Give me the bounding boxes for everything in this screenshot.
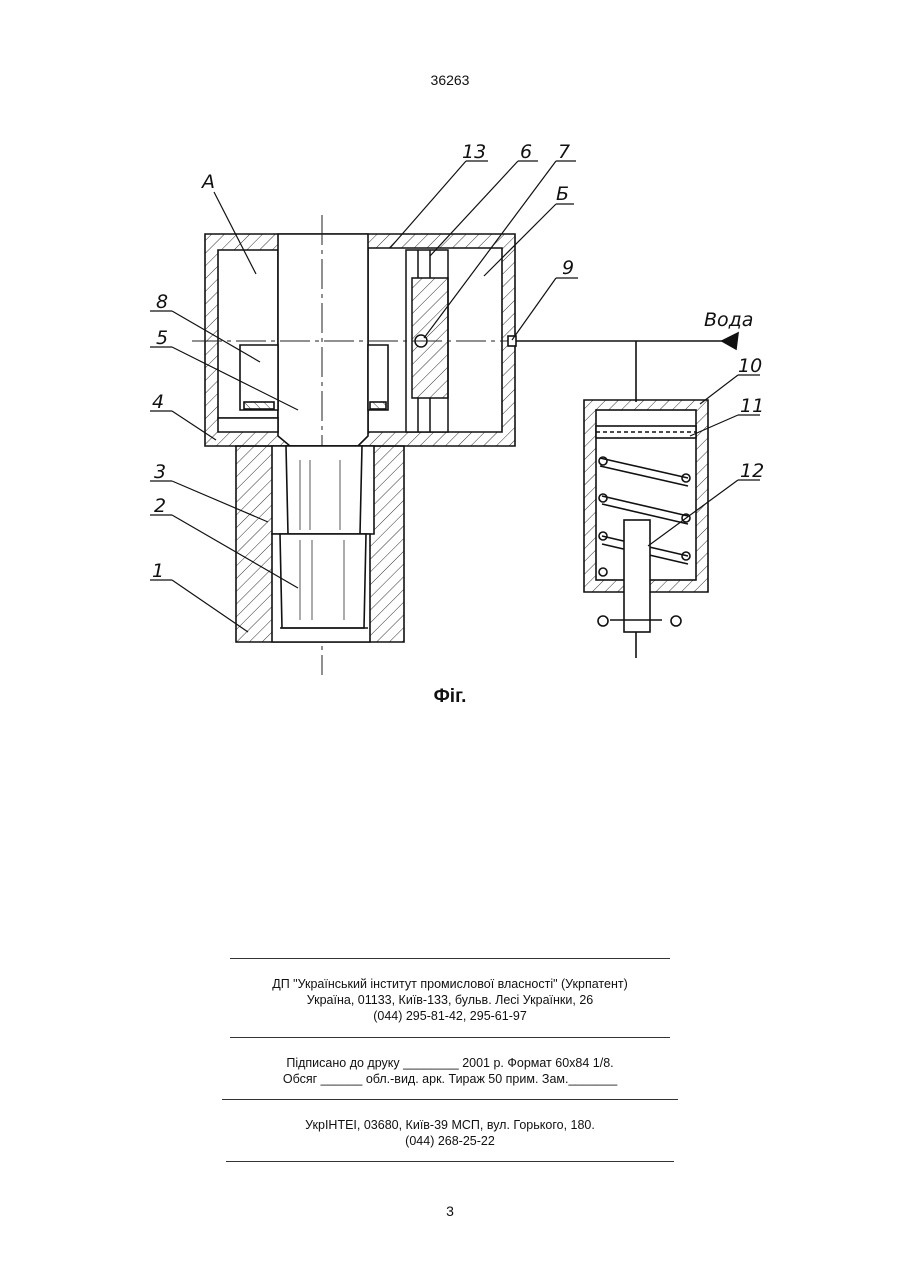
label-10: 10 (738, 355, 762, 377)
label-6: 6 (520, 141, 532, 163)
divider-1 (230, 958, 670, 959)
label-9: 9 (562, 257, 574, 279)
label-2: 2 (154, 495, 166, 517)
divider-4 (226, 1161, 674, 1162)
org-line-1: ДП "Український інститут промислової вла… (0, 976, 900, 992)
label-4: 4 (152, 391, 164, 413)
label-13: 13 (462, 141, 486, 163)
print-line-2: Обсяг ______ обл.-вид. арк. Тираж 50 при… (0, 1071, 900, 1087)
label-3: 3 (154, 461, 166, 483)
label-5: 5 (156, 327, 168, 349)
print-line-1: Підписано до друку ________ 2001 р. Форм… (0, 1055, 900, 1071)
org-line-2: Україна, 01133, Київ-133, бульв. Лесі Ук… (0, 992, 900, 1008)
label-12: 12 (740, 460, 764, 482)
socket-tube (236, 446, 404, 642)
label-water: Вода (704, 309, 753, 331)
printer-line-1: УкрІНТЕІ, 03680, Київ-39 МСП, вул. Горьк… (0, 1117, 900, 1133)
water-pipe (508, 333, 738, 402)
label-7: 7 (558, 141, 570, 163)
printer-line-2: (044) 268-25-22 (0, 1133, 900, 1149)
divider-2 (230, 1037, 670, 1038)
label-11: 11 (740, 395, 764, 417)
spring-valve (584, 400, 708, 658)
label-8: 8 (156, 291, 168, 313)
label-a: А (200, 171, 215, 193)
label-b: Б (556, 183, 569, 205)
page-number: 3 (0, 1203, 900, 1219)
label-1: 1 (152, 560, 164, 582)
figure-caption: Фіг. (0, 686, 900, 708)
technical-drawing: 13 6 7 Б А 9 8 5 4 3 2 1 10 11 12 Вода (0, 130, 900, 680)
divider-3 (222, 1099, 678, 1100)
org-line-3: (044) 295-81-42, 295-61-97 (0, 1008, 900, 1024)
patent-number: 36263 (0, 72, 900, 88)
